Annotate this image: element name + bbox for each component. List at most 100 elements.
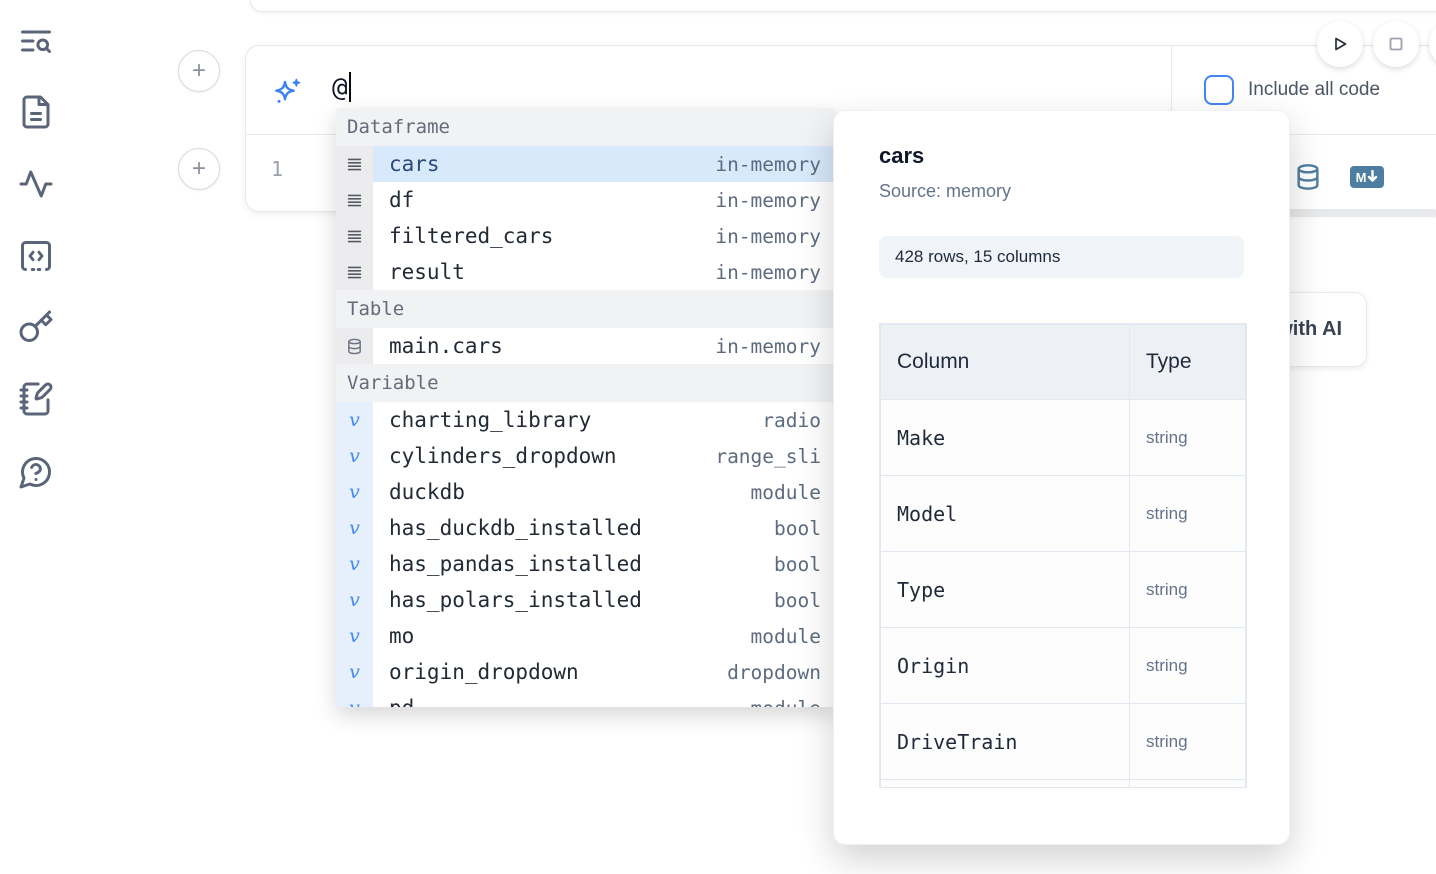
variable-icon: v xyxy=(336,618,373,654)
autocomplete-item-type: module xyxy=(750,480,821,504)
database-icon[interactable] xyxy=(1294,163,1322,191)
add-cell-button-bottom[interactable]: + xyxy=(178,148,220,190)
file-document-icon[interactable] xyxy=(16,92,56,132)
autocomplete-item-type: dropdown xyxy=(727,660,821,684)
ai-row-divider xyxy=(1171,46,1172,134)
autocomplete-item-type: radio xyxy=(762,408,821,432)
previous-cell-stub xyxy=(250,0,1436,12)
sparkles-icon xyxy=(271,76,303,108)
autocomplete-item-name: duckdb xyxy=(389,480,465,504)
stop-icon xyxy=(1389,37,1403,51)
popup-shape-badge: 428 rows, 15 columns xyxy=(879,236,1244,278)
add-cell-button-top[interactable]: + xyxy=(178,50,220,92)
popup-source: Source: memory xyxy=(879,181,1012,201)
schema-column-name: Make xyxy=(880,399,1130,476)
autocomplete-item-has_duckdb_installed[interactable]: v has_duckdb_installed bool xyxy=(336,510,835,546)
schema-column-name: DriveTrain xyxy=(880,703,1130,780)
autocomplete-item-type: in-memory xyxy=(715,260,821,284)
dataframe-detail-popup: cars Source: memory 428 rows, 15 columns… xyxy=(833,110,1290,845)
extra-circle-button[interactable] xyxy=(1429,21,1436,67)
autocomplete-item-has_pandas_installed[interactable]: v has_pandas_installed bool xyxy=(336,546,835,582)
autocomplete-item-name: df xyxy=(389,188,415,212)
autocomplete-item-charting_library[interactable]: v charting_library radio xyxy=(336,402,835,438)
cell-output-band xyxy=(1160,209,1436,217)
notebook-pen-icon[interactable] xyxy=(16,379,56,419)
run-cell-button[interactable] xyxy=(1317,21,1363,67)
autocomplete-item-type: module xyxy=(751,697,821,708)
schema-column-type: string xyxy=(1129,627,1246,704)
autocomplete-item-name: mo xyxy=(389,624,415,648)
autocomplete-item-name: filtered_cars xyxy=(389,224,554,248)
schema-column-type: string xyxy=(1129,475,1246,552)
key-icon[interactable] xyxy=(16,307,56,347)
code-block-icon[interactable] xyxy=(16,236,56,276)
autocomplete-item-type: bool xyxy=(774,588,821,612)
ai-prompt-input[interactable]: @ xyxy=(332,72,351,103)
autocomplete-section-header: Table xyxy=(336,290,835,328)
left-icon-rail xyxy=(0,0,80,874)
autocomplete-item-origin_dropdown[interactable]: v origin_dropdown dropdown xyxy=(336,654,835,690)
schema-column-name: Type xyxy=(880,551,1130,628)
schema-column-name: Origin xyxy=(880,627,1130,704)
dataframe-icon xyxy=(336,146,373,182)
autocomplete-item-name: result xyxy=(389,260,465,284)
variable-icon: v xyxy=(336,654,373,690)
include-all-code-label: Include all code xyxy=(1248,79,1381,100)
autocomplete-item-result[interactable]: result in-memory xyxy=(336,254,835,290)
autocomplete-item-name: origin_dropdown xyxy=(389,660,579,684)
popup-title: cars xyxy=(879,143,925,168)
ai-prompt-value: @ xyxy=(332,73,348,103)
markdown-icon[interactable]: M xyxy=(1350,166,1384,188)
autocomplete-item-name: has_duckdb_installed xyxy=(389,516,642,540)
autocomplete-item-pd[interactable]: v pd module xyxy=(336,690,835,707)
variable-icon: v xyxy=(336,438,373,474)
help-bubble-icon[interactable] xyxy=(16,452,56,492)
schema-row-partial xyxy=(880,779,1246,787)
table-database-icon xyxy=(336,328,373,364)
autocomplete-item-name: has_pandas_installed xyxy=(389,552,642,576)
variable-icon: v xyxy=(336,510,373,546)
variable-icon: v xyxy=(336,690,373,707)
autocomplete-item-name: charting_library xyxy=(389,408,592,432)
activity-icon[interactable] xyxy=(16,164,56,204)
schema-column-name: Model xyxy=(880,475,1130,552)
dataframe-icon xyxy=(336,218,373,254)
variable-icon: v xyxy=(336,582,373,618)
autocomplete-item-type: bool xyxy=(774,516,821,540)
text-search-icon[interactable] xyxy=(16,21,56,61)
autocomplete-item-type: bool xyxy=(774,552,821,576)
autocomplete-item-type: module xyxy=(750,624,821,648)
code-editor-row[interactable]: 1 M xyxy=(246,135,1436,211)
variable-icon: v xyxy=(336,546,373,582)
dataframe-icon xyxy=(336,182,373,218)
autocomplete-item-type: in-memory xyxy=(715,334,821,358)
autocomplete-item-name: main.cars xyxy=(389,334,503,358)
play-icon xyxy=(1335,37,1347,51)
autocomplete-section-header: Dataframe xyxy=(336,108,835,146)
autocomplete-item-type: in-memory xyxy=(715,152,821,176)
include-all-code-checkbox[interactable] xyxy=(1204,75,1234,105)
autocomplete-item-name: pd xyxy=(389,696,414,707)
autocomplete-item-name: cylinders_dropdown xyxy=(389,444,617,468)
autocomplete-item-type: in-memory xyxy=(715,188,821,212)
autocomplete-item-main-cars[interactable]: main.cars in-memory xyxy=(336,328,835,364)
autocomplete-item-df[interactable]: df in-memory xyxy=(336,182,835,218)
schema-column-type: string xyxy=(1129,703,1246,780)
stop-button[interactable] xyxy=(1373,21,1419,67)
autocomplete-item-type: in-memory xyxy=(715,224,821,248)
autocomplete-item-filtered_cars[interactable]: filtered_cars in-memory xyxy=(336,218,835,254)
variable-icon: v xyxy=(336,402,373,438)
